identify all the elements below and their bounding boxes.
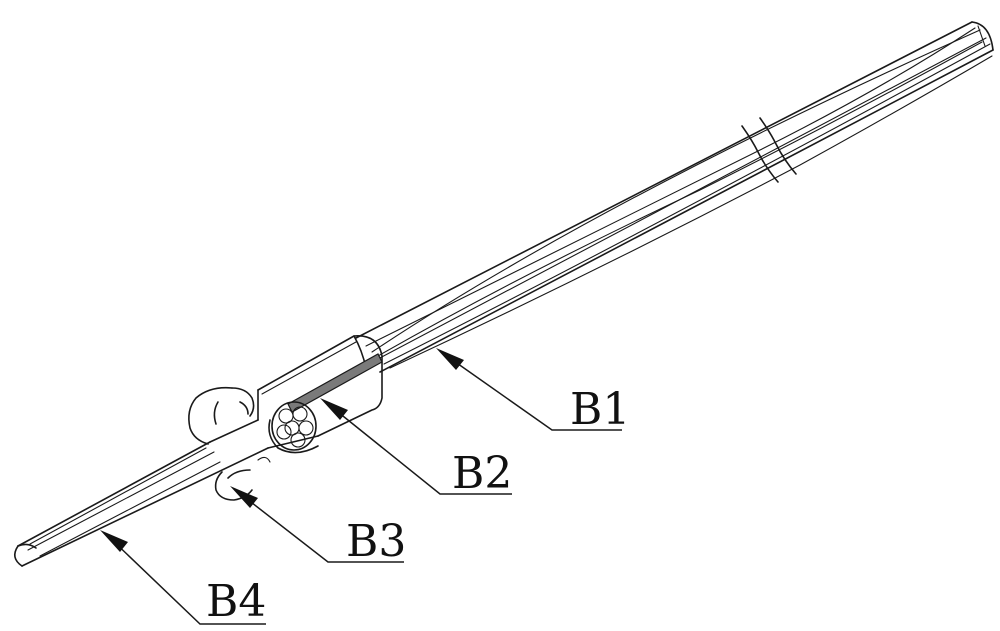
callout-label-b4: B4: [206, 576, 266, 627]
callout-label-b1: B1: [570, 384, 630, 435]
callout-b2: B2: [320, 398, 512, 499]
callout-b4: B4: [100, 530, 266, 627]
tension-rod: [14, 419, 319, 567]
break-symbol: [741, 117, 797, 183]
callout-label-b3: B3: [346, 516, 406, 567]
callout-b1: B1: [436, 348, 630, 435]
strand-cable: [355, 21, 994, 373]
arrowhead-b4: [100, 530, 128, 552]
arrowhead-b2: [320, 398, 348, 420]
arrowhead-b1: [436, 348, 464, 370]
arrowhead-b3: [230, 486, 258, 508]
callout-b3: B3: [230, 486, 406, 567]
anchor-sleeve: [257, 335, 383, 454]
callout-label-b2: B2: [452, 448, 512, 499]
